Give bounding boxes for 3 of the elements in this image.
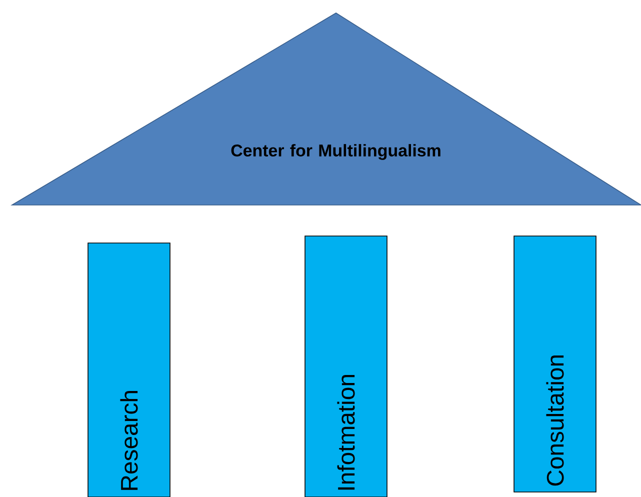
pillar-box: Consultation (514, 236, 596, 492)
pillar-box: Infotmation (304, 236, 388, 497)
pillar-box: Research (88, 242, 170, 497)
